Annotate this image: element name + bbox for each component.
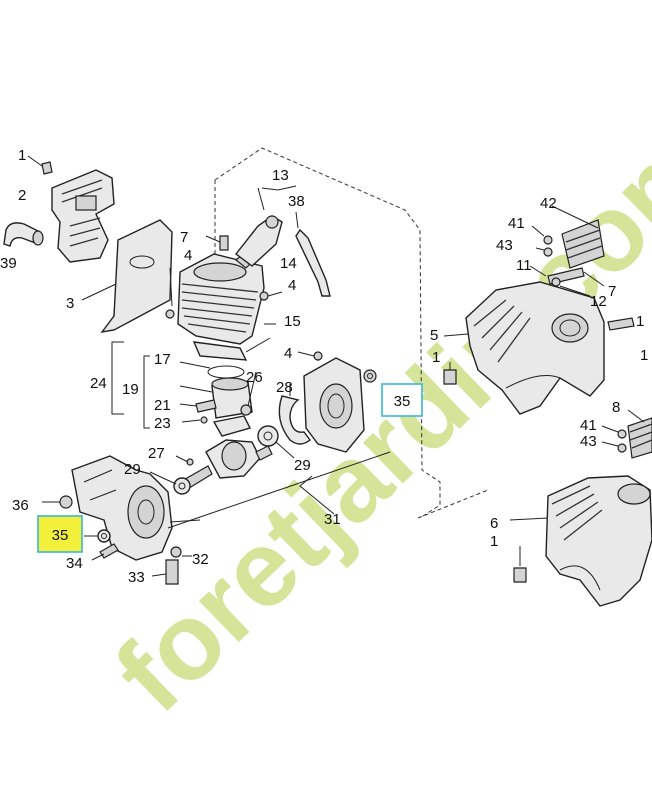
- callout-c36: 36: [12, 497, 29, 514]
- callout-c5: 5: [430, 327, 438, 344]
- callout-c13: 13: [272, 167, 289, 184]
- crankshaft: [149, 415, 295, 495]
- top-cover: [443, 281, 605, 415]
- callout-c12: 12: [590, 293, 607, 310]
- callout-c15: 15: [284, 313, 301, 330]
- callout-c6: 6: [490, 515, 498, 532]
- bolts-small: [165, 267, 323, 361]
- spark-plug: [205, 235, 229, 251]
- callout-c7b: 7: [608, 283, 616, 300]
- callout-c41b: 41: [580, 417, 597, 434]
- highlight-filled-35: 35: [37, 515, 83, 553]
- callout-c33: 33: [128, 569, 145, 586]
- callout-c17: 17: [154, 351, 171, 368]
- highlight-boxed-35: 35: [381, 383, 423, 417]
- callout-c43b: 43: [580, 433, 597, 450]
- callout-c14: 14: [280, 255, 297, 272]
- callout-c4c: 4: [284, 345, 292, 362]
- gasket-plate: [81, 219, 173, 333]
- callout-c4a: 4: [184, 247, 192, 264]
- callout-c19: 19: [122, 381, 139, 398]
- watermark: foretjardin.com: [92, 101, 652, 734]
- callout-c3: 3: [66, 295, 74, 312]
- callout-c32: 32: [192, 551, 209, 568]
- callout-c1e: 1: [490, 533, 498, 550]
- callout-c39: 39: [0, 255, 17, 272]
- callout-c7a: 7: [180, 229, 188, 246]
- callout-c1b: 1: [636, 313, 644, 330]
- callout-c29b: 29: [294, 457, 311, 474]
- callout-c42: 42: [540, 195, 557, 212]
- callout-c1d: 1: [640, 347, 648, 364]
- callout-c23: 23: [154, 415, 171, 432]
- fuel-line: [295, 211, 331, 297]
- crankcase-left: [42, 451, 391, 585]
- cylinder-gasket: [192, 337, 271, 361]
- callout-c43a: 43: [496, 237, 513, 254]
- intake-insulator: [235, 185, 297, 267]
- callout-c4b: 4: [288, 277, 296, 294]
- bottom-cover: [509, 475, 652, 607]
- gasket-ring: [278, 384, 311, 445]
- crankcase-right: [303, 357, 377, 453]
- callout-c29a: 29: [124, 461, 141, 478]
- piston-group: [111, 341, 257, 429]
- callout-c11: 11: [516, 257, 532, 274]
- callout-c1: 1: [18, 147, 26, 164]
- exhaust-pipe: [3, 222, 44, 247]
- callout-c2: 2: [18, 187, 26, 204]
- callout-c27: 27: [148, 445, 165, 462]
- callout-c21: 21: [154, 397, 171, 414]
- callout-c31: 31: [324, 511, 341, 528]
- muffler-cover: [27, 155, 115, 263]
- watermark-text: foretjardin.com: [92, 101, 652, 734]
- callout-c28: 28: [276, 379, 293, 396]
- cover-screws-upper: [529, 205, 635, 331]
- assembly-outline: [214, 147, 489, 519]
- highlight-filled-label: 35: [52, 527, 69, 544]
- callout-c24: 24: [90, 375, 107, 392]
- callout-c38: 38: [288, 193, 305, 210]
- cover-screws-lower: [601, 409, 652, 459]
- highlight-boxed-label: 35: [394, 393, 411, 410]
- callout-c41a: 41: [508, 215, 525, 232]
- callout-c1c: 1: [432, 349, 440, 366]
- callout-c26: 26: [246, 369, 263, 386]
- callout-c8: 8: [612, 399, 620, 416]
- callout-c34: 34: [66, 555, 83, 572]
